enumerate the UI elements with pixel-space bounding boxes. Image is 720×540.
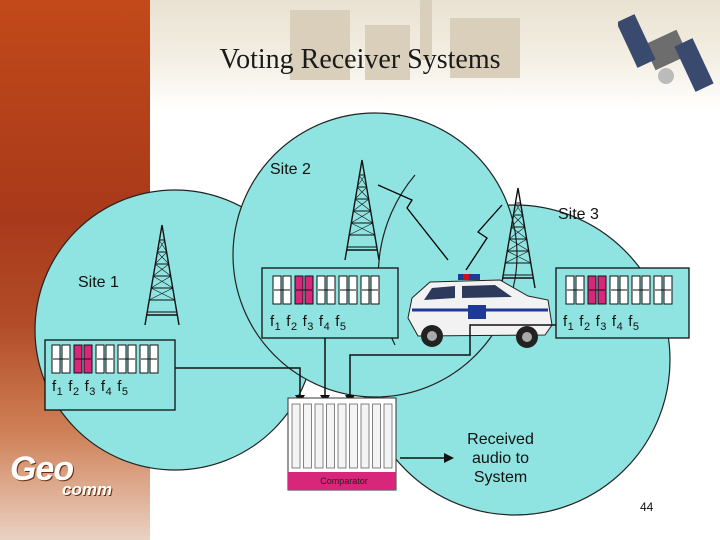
police-car-icon <box>407 274 553 348</box>
freq-label-f3: f3 <box>84 378 96 398</box>
received-line-1: Received <box>467 431 534 448</box>
comparator-rack <box>287 397 397 491</box>
comparator-card <box>291 403 301 469</box>
freq-label-f1: f1 <box>270 313 282 333</box>
wire-site3 <box>349 324 556 395</box>
radio-link-site3 <box>465 204 503 271</box>
freq-label-f4: f4 <box>100 378 113 398</box>
comparator-card <box>349 403 358 469</box>
tower-icon-site1 <box>144 224 180 326</box>
freq-label-f5: f5 <box>628 313 640 333</box>
comparator-label: Comparator <box>320 476 368 486</box>
received-line-3: System <box>473 469 528 486</box>
logo-top-text: Geo <box>10 450 74 488</box>
freq-label-f2: f2 <box>286 313 298 333</box>
header-photo-band <box>150 0 720 110</box>
site-2-label: Site 2 <box>270 161 311 178</box>
freq-label-f3: f3 <box>595 313 607 333</box>
wire-site1 <box>175 367 301 395</box>
received-audio-label: Received audio to System <box>453 430 548 487</box>
comparator-card <box>314 403 324 469</box>
tower-icon-site3 <box>500 187 536 289</box>
comparator-card <box>337 403 347 469</box>
freq-label-f3: f3 <box>302 313 314 333</box>
freq-label-f1: f1 <box>52 378 64 398</box>
freq-label-f5: f5 <box>117 378 129 398</box>
tower-icon-site2 <box>344 159 380 261</box>
site-1-label: Site 1 <box>78 274 119 291</box>
comparator-card <box>372 403 381 469</box>
freq-label-f2: f2 <box>68 378 80 398</box>
page-number: 44 <box>640 500 654 514</box>
freq-label-f1: f1 <box>563 313 575 333</box>
comparator-card <box>383 403 393 469</box>
received-line-2: audio to <box>472 450 529 467</box>
site-3-label: Site 3 <box>558 206 599 223</box>
radio-link-site2 <box>377 184 449 261</box>
logo-bottom-text: comm <box>62 480 113 499</box>
comparator-card <box>326 403 335 469</box>
satellite-icon <box>618 14 714 92</box>
freq-label-f4: f4 <box>318 313 331 333</box>
freq-label-f2: f2 <box>579 313 591 333</box>
freq-label-f5: f5 <box>335 313 347 333</box>
freq-label-f4: f4 <box>611 313 624 333</box>
slide-title: Voting Receiver Systems <box>219 44 501 75</box>
comparator-card <box>303 403 312 469</box>
comparator-card <box>360 403 370 469</box>
